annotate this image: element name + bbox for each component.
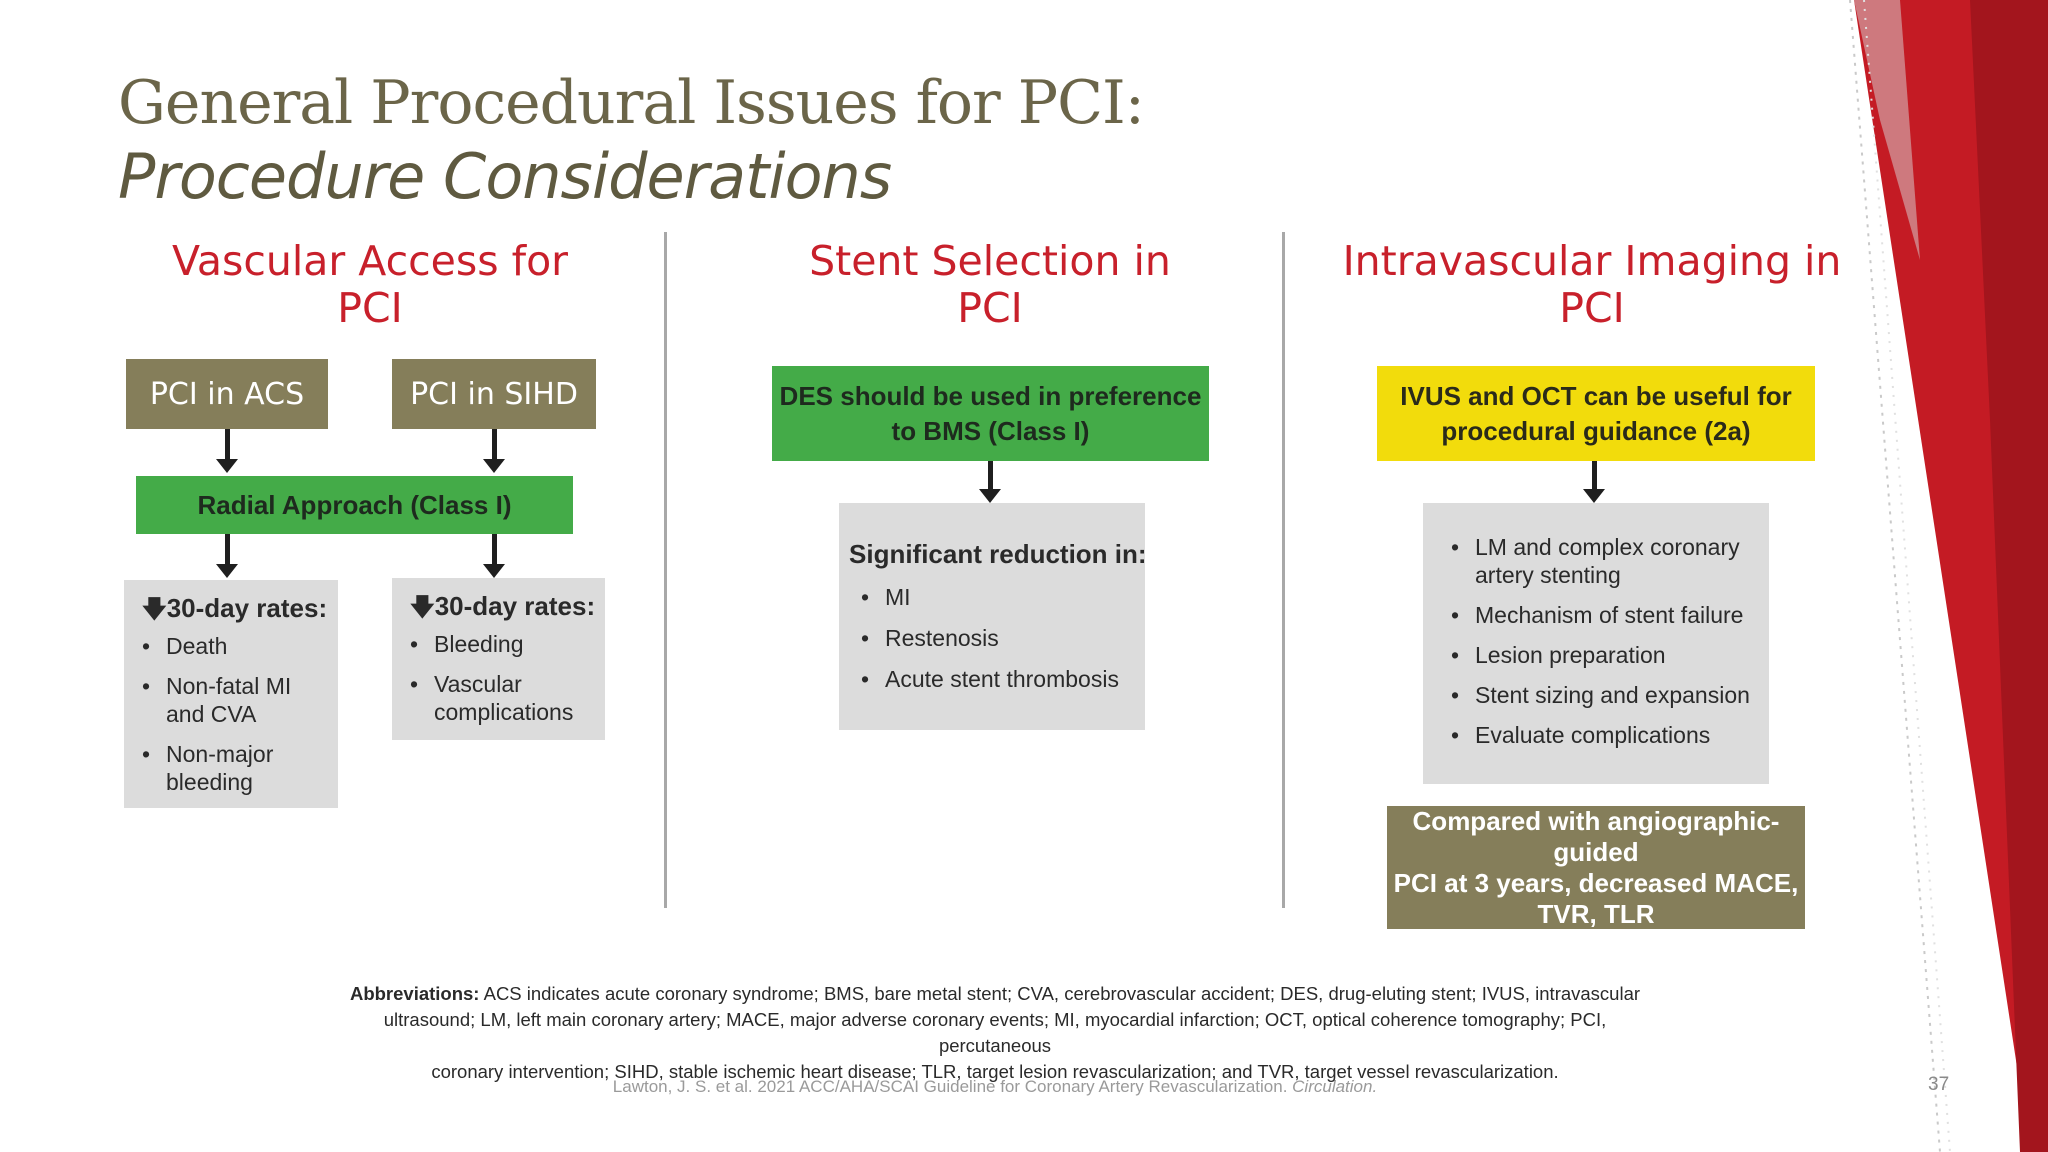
radial-approach-label: Radial Approach (Class I) (197, 489, 512, 520)
ivus-line1: IVUS and OCT can be useful for (1400, 380, 1792, 411)
des-recommendation-box: DES should be used in preference to BMS … (772, 366, 1209, 461)
list-item: Lesion preparation (1447, 641, 1763, 669)
compare-line2: PCI at 3 years, decreased MACE, (1393, 867, 1799, 898)
arrowhead-ivus (1583, 489, 1605, 503)
des-line2: to BMS (Class I) (891, 415, 1090, 446)
arrowhead-des (979, 489, 1001, 503)
page-number: 37 (1928, 1074, 1950, 1095)
list-item: Death (138, 632, 334, 660)
column-divider-2 (1282, 232, 1285, 908)
column-divider-1 (664, 232, 667, 908)
citation-journal: Circulation. (1292, 1077, 1378, 1096)
list-item: Evaluate complications (1447, 721, 1763, 749)
slide-subtitle: Procedure Considerations (118, 140, 892, 213)
pci-in-acs-label: PCI in ACS (149, 376, 305, 412)
col2-heading-line2: PCI (957, 284, 1023, 332)
radial-approach-box: Radial Approach (Class I) (136, 476, 573, 534)
abbrev-line1: Abbreviations: ACS indicates acute coron… (349, 983, 1641, 1004)
arrowhead-left-card (216, 564, 238, 578)
sihd-outcomes-card: 🡇30-day rates: Bleeding Vascularcomplica… (392, 578, 605, 740)
citation: Lawton, J. S. et al. 2021 ACC/AHA/SCAI G… (330, 1077, 1660, 1097)
compare-line3: TVR, TLR (1537, 898, 1655, 929)
col3-heading: Intravascular Imaging in PCI (1322, 238, 1862, 332)
sihd-outcomes-header-text: 30-day rates: (434, 591, 596, 621)
acs-outcomes-header: 🡇30-day rates: (142, 592, 327, 633)
col2-heading-line1: Stent Selection in (809, 237, 1171, 285)
decorative-ribbon (1849, 0, 2048, 1152)
col3-heading-line2: PCI (1559, 284, 1625, 332)
list-item: Bleeding (406, 630, 602, 658)
significant-reduction-card: Significant reduction in: MI Restenosis … (839, 503, 1147, 730)
down-arrow-icon: 🡇 (142, 596, 167, 623)
abbrev-line2: ultrasound; LM, left main coronary arter… (383, 1009, 1607, 1056)
col1-heading-line2: PCI (337, 284, 403, 332)
pci-in-acs-box: PCI in ACS (126, 359, 328, 429)
comparison-result-box: Compared with angiographic-guided PCI at… (1387, 806, 1805, 929)
pci-in-sihd-label: PCI in SIHD (410, 376, 578, 412)
citation-text: Lawton, J. S. et al. 2021 ACC/AHA/SCAI G… (612, 1077, 1293, 1096)
arrow-radial-to-right-card (492, 534, 497, 564)
pci-in-sihd-box: PCI in SIHD (392, 359, 596, 429)
list-item: MI (857, 583, 1137, 611)
slide-title: General Procedural Issues for PCI: (118, 68, 1145, 138)
abbrev-line3: coronary intervention; SIHD, stable isch… (431, 1061, 1559, 1082)
arrowhead-acs (216, 459, 238, 473)
ivus-line2: procedural guidance (2a) (1441, 415, 1751, 446)
des-line1: DES should be used in preference (779, 380, 1202, 411)
abbrev-label: Abbreviations: (349, 983, 480, 1004)
list-item: Acute stent thrombosis (857, 665, 1137, 693)
sihd-outcomes-header: 🡇30-day rates: (410, 590, 595, 631)
col3-heading-line1: Intravascular Imaging in (1342, 237, 1842, 285)
acs-outcomes-header-text: 30-day rates: (166, 593, 328, 623)
arrow-ivus-to-card (1592, 461, 1597, 489)
col1-heading-line1: Vascular Access for (171, 237, 569, 285)
arrow-radial-to-left-card (225, 534, 230, 564)
list-item: Stent sizing and expansion (1447, 681, 1763, 709)
col1-heading: Vascular Access for PCI (120, 238, 620, 332)
list-item: Restenosis (857, 624, 1137, 652)
ivus-oct-box: IVUS and OCT can be useful for procedura… (1377, 366, 1815, 461)
list-item: Mechanism of stent failure (1447, 601, 1763, 629)
compare-line1: Compared with angiographic-guided (1412, 805, 1780, 867)
abbreviations: Abbreviations: ACS indicates acute coron… (330, 981, 1660, 1085)
col2-heading: Stent Selection in PCI (740, 238, 1240, 332)
arrow-des-to-card (988, 461, 993, 489)
significant-reduction-list: MI Restenosis Acute stent thrombosis (857, 583, 1137, 693)
arrow-acs-to-radial (225, 429, 230, 459)
arrowhead-sihd (483, 459, 505, 473)
arrow-sihd-to-radial (492, 429, 497, 459)
down-arrow-icon: 🡇 (410, 594, 435, 621)
significant-reduction-header: Significant reduction in: (849, 539, 1147, 569)
arrowhead-right-card (483, 564, 505, 578)
